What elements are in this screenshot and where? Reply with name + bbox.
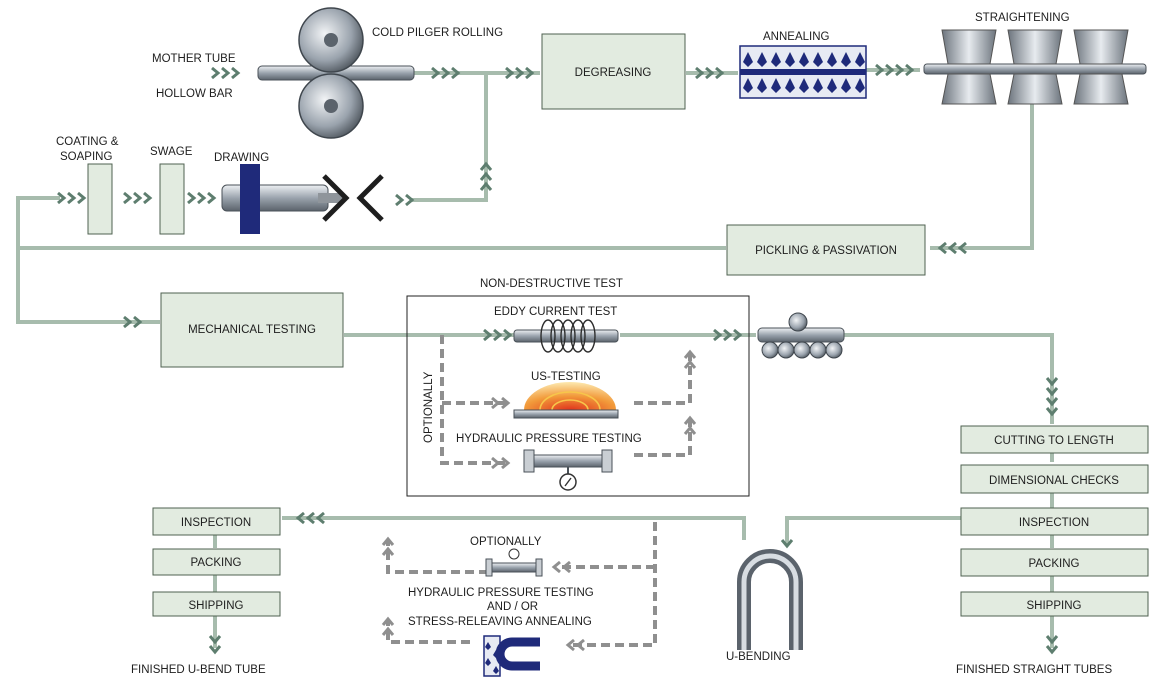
arrow-to-degreasing xyxy=(505,66,535,80)
dimensional-label: DIMENSIONAL CHECKS xyxy=(989,475,1119,487)
packing-right-box xyxy=(960,548,1149,577)
pressure-gauge-small-icon xyxy=(508,548,520,560)
pickling-passivation-box xyxy=(726,224,926,276)
arrow-to-pickling xyxy=(937,241,967,255)
flow-arrows xyxy=(57,63,1059,655)
inspection-left-label: INSPECTION xyxy=(181,517,251,529)
arrow-up-optional-2 xyxy=(381,616,395,636)
finished-ubend-label: FINISHED U-BEND TUBE xyxy=(131,664,266,676)
coating-label-line2: SOAPING xyxy=(60,151,112,163)
drawing-machine-icon xyxy=(221,164,384,234)
annealing-furnace-icon xyxy=(739,45,867,99)
hyd-stress-line1: HYDRAULIC PRESSURE TESTING xyxy=(408,587,594,599)
optionally-bottom-label: OPTIONALLY xyxy=(470,536,542,548)
arrow-up-optional-1 xyxy=(381,536,395,556)
arrow-to-swage xyxy=(123,191,153,205)
cutting-label: CUTTING TO LENGTH xyxy=(994,435,1114,447)
swage-label: SWAGE xyxy=(150,146,193,158)
arrow-to-finished-straight xyxy=(1045,635,1059,655)
optionally-vertical-label: OPTIONALLY xyxy=(423,371,435,443)
coating-label-line1: COATING & xyxy=(56,136,119,148)
cold-pilger-rolling-icon xyxy=(257,7,415,139)
u-bending-label: U-BENDING xyxy=(726,651,791,663)
arrow-to-drawing xyxy=(187,191,217,205)
mechanical-label: MECHANICAL TESTING xyxy=(188,324,316,336)
arrow-to-eddy xyxy=(483,328,513,342)
swage-box xyxy=(159,163,185,235)
packing-left-label: PACKING xyxy=(191,557,242,569)
u-bend-tube-icon xyxy=(737,549,803,650)
hyd-stress-line2: AND / OR xyxy=(487,601,538,613)
optional-hydraulic-icon xyxy=(485,548,543,577)
shipping-right-box xyxy=(960,591,1149,617)
ndt-title: NON-DESTRUCTIVE TEST xyxy=(480,278,623,290)
eddy-current-label: EDDY CURRENT TEST xyxy=(494,306,617,318)
arrow-to-inspection-left xyxy=(295,511,325,525)
inspection-left-box xyxy=(152,507,281,536)
coating-soaping-box xyxy=(87,163,113,235)
ndt-frame xyxy=(406,295,750,497)
arrow-to-us xyxy=(491,396,511,410)
arrow-up-to-pipe xyxy=(479,161,493,191)
arrow-to-cutting xyxy=(1045,377,1059,417)
shipping-left-label: SHIPPING xyxy=(189,600,244,612)
mechanical-testing-box xyxy=(160,292,344,368)
packing-left-box xyxy=(152,548,281,576)
inspection-right-box xyxy=(960,507,1149,536)
arrow-to-coating xyxy=(57,191,87,205)
us-testing-icon xyxy=(513,382,619,419)
arrow-to-stress-annealing xyxy=(565,638,585,652)
inspection-right-label: INSPECTION xyxy=(1019,517,1089,529)
straightening-label: STRAIGHTENING xyxy=(975,12,1070,24)
stress-annealing-furnace-icon xyxy=(483,635,540,677)
arrow-pilger-out xyxy=(431,66,461,80)
shipping-right-label: SHIPPING xyxy=(1027,600,1082,612)
tube-bundle-icon xyxy=(757,312,845,359)
us-testing-label: US-TESTING xyxy=(531,371,601,383)
hydraulic-label: HYDRAULIC PRESSURE TESTING xyxy=(456,433,642,445)
finished-straight-label: FINISHED STRAIGHT TUBES xyxy=(956,664,1112,676)
cutting-to-length-box xyxy=(960,425,1149,454)
hydraulic-pressure-test-icon xyxy=(523,449,613,491)
cold-pilger-label: COLD PILGER ROLLING xyxy=(372,27,503,39)
arrow-up-from-hydraulic xyxy=(683,415,697,435)
dimensional-checks-box xyxy=(960,464,1149,494)
arrow-drawing-out xyxy=(395,193,415,207)
hyd-stress-line3: STRESS-RELEAVING ANNEALING xyxy=(408,616,592,628)
arrow-to-straightening xyxy=(875,63,915,77)
straightening-rollers-icon xyxy=(923,29,1147,105)
arrow-ndt-out xyxy=(713,328,743,342)
annealing-label: ANNEALING xyxy=(763,31,830,43)
drawing-label: DRAWING xyxy=(214,152,269,164)
arrow-to-hydraulic xyxy=(491,456,511,470)
optional-dashed-paths xyxy=(386,335,692,647)
dashed-arrows xyxy=(381,349,697,652)
arrow-to-u-bending xyxy=(780,539,794,549)
arrow-to-optional-hydraulic xyxy=(551,560,571,574)
eddy-current-coil-icon xyxy=(513,319,619,353)
arrow-up-to-main xyxy=(683,349,697,369)
degreasing-box xyxy=(541,33,686,110)
arrow-to-annealing xyxy=(695,66,725,80)
pickling-label: PICKLING & PASSIVATION xyxy=(755,245,897,257)
arrow-mother-tube xyxy=(211,66,241,80)
hollow-bar-label: HOLLOW BAR xyxy=(156,88,233,100)
arrow-to-finished-ubend xyxy=(208,635,222,655)
degreasing-label: DEGREASING xyxy=(575,67,652,79)
arrow-to-mechanical xyxy=(123,315,143,329)
shipping-left-box xyxy=(152,591,281,617)
packing-right-label: PACKING xyxy=(1029,558,1080,570)
mother-tube-label: MOTHER TUBE xyxy=(152,53,236,65)
